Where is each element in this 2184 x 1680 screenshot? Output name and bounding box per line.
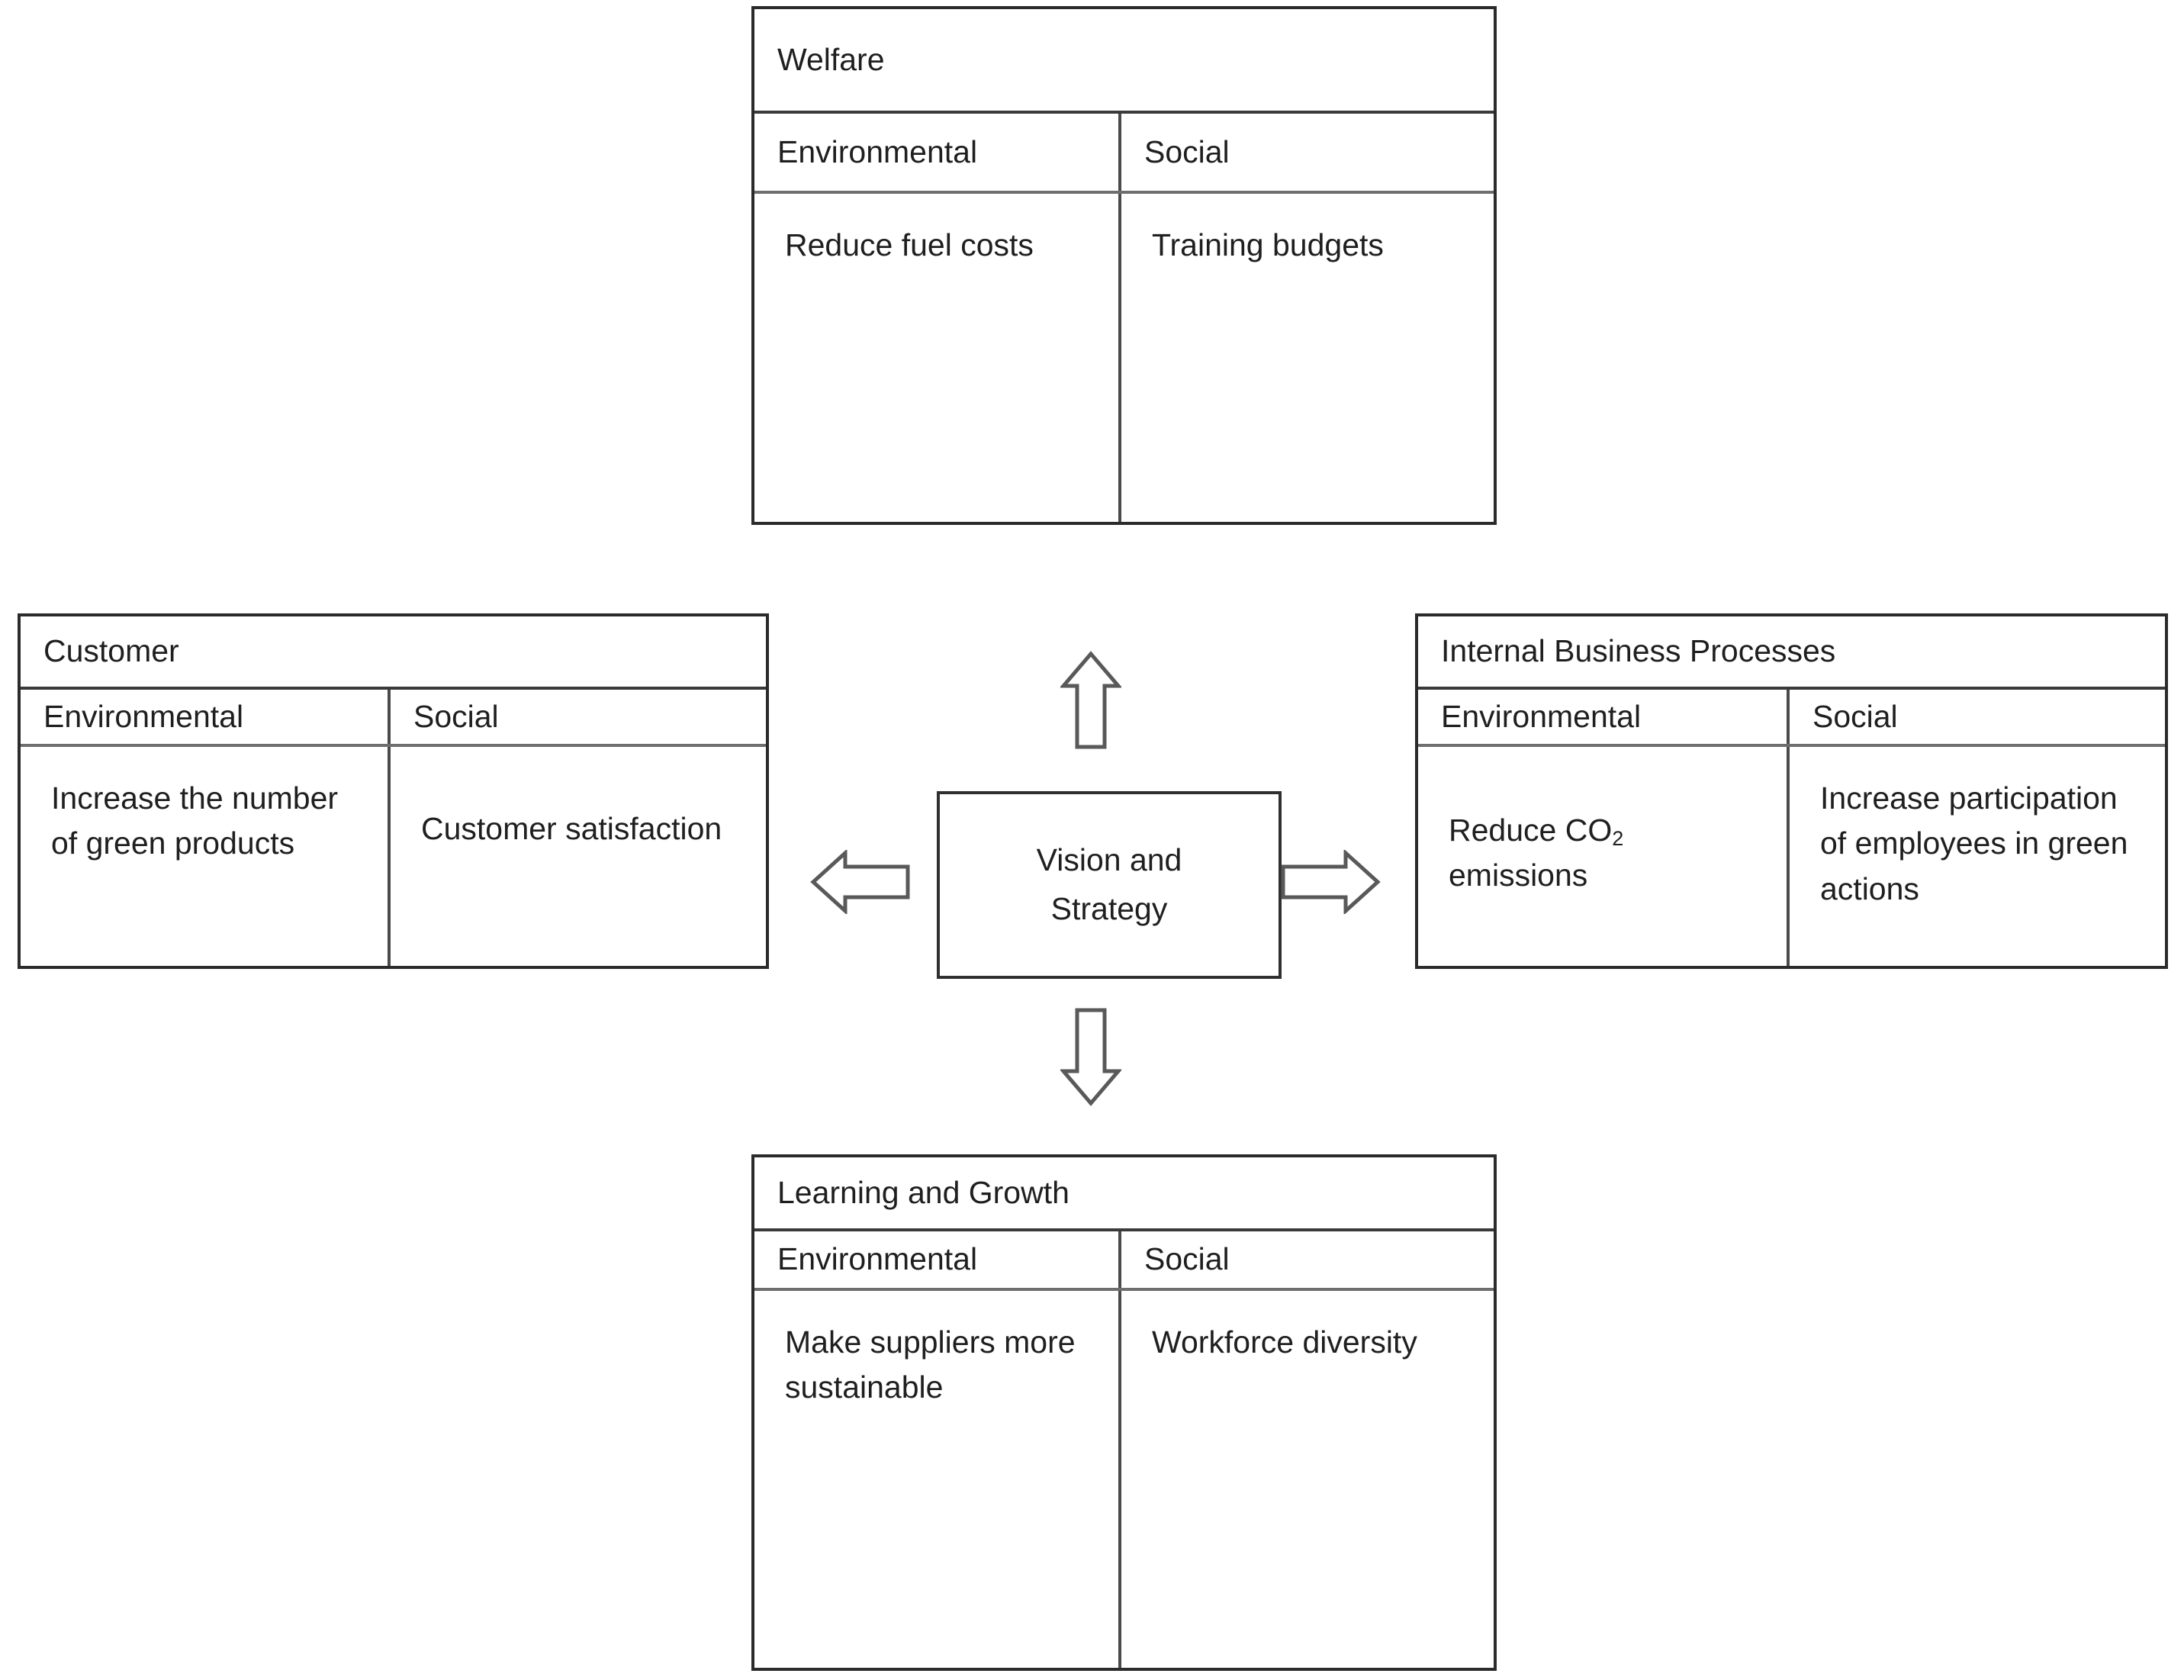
- column-header-row-customer: Environmental Social: [21, 690, 766, 747]
- arrow-right-icon: [1280, 850, 1381, 914]
- column-header-social-learning-and-growth: Social: [1144, 1241, 1230, 1277]
- column-header-social-internal-business-processes: Social: [1812, 698, 1898, 734]
- perspective-title-internal-business-processes: Internal Business Processes: [1418, 616, 2165, 690]
- perspective-title-learning-and-growth: Learning and Growth: [754, 1157, 1494, 1231]
- objective-environmental-welfare: Reduce fuel costs: [754, 194, 1121, 522]
- co2-prefix: Reduce CO: [1449, 813, 1613, 848]
- column-body-row-customer: Increase the number of green products Cu…: [21, 747, 766, 966]
- objective-social-welfare: Training budgets: [1152, 227, 1384, 262]
- objective-environmental-internal-business-processes: Reduce CO2 emissions: [1418, 747, 1790, 966]
- perspective-box-internal-business-processes: Internal Business Processes Environmenta…: [1415, 613, 2168, 969]
- objective-social-internal-business-processes: Increase participation of employees in g…: [1820, 780, 2128, 906]
- objective-social-learning-and-growth: Workforce diversity: [1152, 1324, 1417, 1360]
- arrow-down-icon: [1060, 1007, 1121, 1106]
- objective-environmental-learning-and-growth: Make suppliers more sustainable: [754, 1291, 1121, 1668]
- column-header-row-learning-and-growth: Environmental Social: [754, 1231, 1494, 1291]
- co2-subscript: 2: [1612, 826, 1624, 850]
- vision-line-2: Strategy: [1050, 891, 1168, 926]
- perspective-title-welfare: Welfare: [754, 9, 1494, 114]
- column-body-row-internal-business-processes: Reduce CO2 emissions Increase participat…: [1418, 747, 2165, 966]
- column-header-row-welfare: Environmental Social: [754, 114, 1494, 194]
- co2-suffix: emissions: [1449, 858, 1588, 893]
- arrow-left-icon: [810, 850, 911, 914]
- objective-social-customer: Customer satisfaction: [421, 811, 722, 846]
- perspective-box-welfare: Welfare Environmental Social Reduce fuel…: [751, 6, 1497, 525]
- objective-environmental-customer: Increase the number of green products: [21, 747, 391, 966]
- column-header-social-welfare: Social: [1144, 134, 1230, 169]
- perspective-box-learning-and-growth: Learning and Growth Environmental Social…: [751, 1154, 1497, 1671]
- column-header-environmental-learning-and-growth: Environmental: [754, 1231, 1121, 1288]
- column-body-row-welfare: Reduce fuel costs Training budgets: [754, 194, 1494, 522]
- column-header-social-customer: Social: [413, 698, 499, 734]
- perspective-box-customer: Customer Environmental Social Increase t…: [18, 613, 769, 969]
- column-header-row-internal-business-processes: Environmental Social: [1418, 690, 2165, 747]
- column-header-environmental-welfare: Environmental: [754, 114, 1121, 191]
- column-header-environmental-customer: Environmental: [21, 690, 391, 744]
- column-body-row-learning-and-growth: Make suppliers more sustainable Workforc…: [754, 1291, 1494, 1668]
- column-header-environmental-internal-business-processes: Environmental: [1418, 690, 1790, 744]
- vision-line-1: Vision and: [1036, 842, 1182, 878]
- arrow-up-icon: [1060, 651, 1121, 750]
- perspective-title-customer: Customer: [21, 616, 766, 690]
